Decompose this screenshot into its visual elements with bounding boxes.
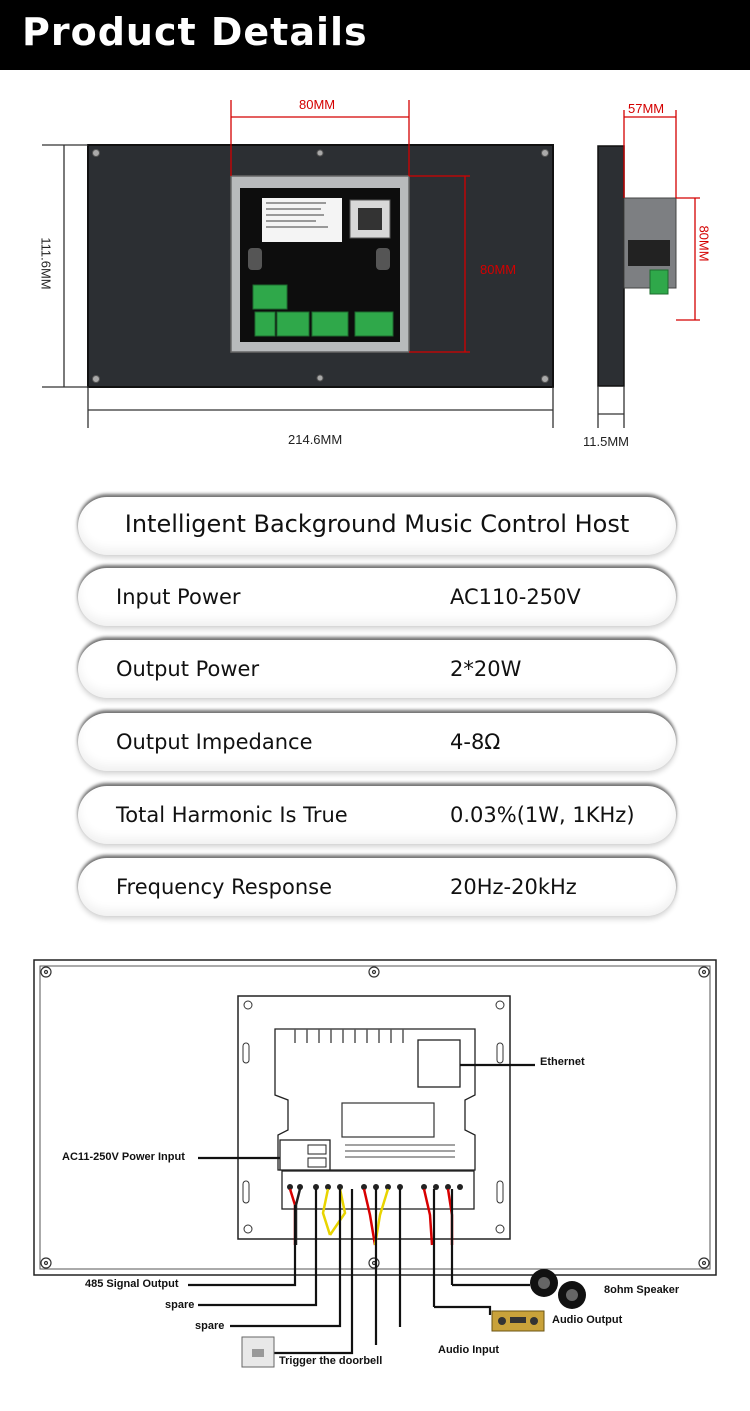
spare-label-1: spare bbox=[165, 1299, 195, 1311]
terminal-blocks bbox=[252, 284, 394, 337]
audio-input-label: Audio Input bbox=[438, 1344, 500, 1356]
side-height-dimension bbox=[676, 197, 700, 321]
amplifier-icon bbox=[491, 1310, 545, 1332]
spec-name: Output Power bbox=[116, 657, 260, 681]
side-depth-dimension bbox=[623, 110, 677, 198]
front-width-dimension bbox=[87, 387, 554, 428]
side-thickness-dimension bbox=[597, 386, 625, 428]
ethernet-module bbox=[417, 1039, 461, 1088]
dimension-drawing-svg bbox=[42, 100, 700, 428]
module-height-dimension bbox=[409, 175, 470, 353]
module-slots bbox=[248, 248, 390, 270]
side-panel bbox=[597, 145, 625, 387]
module-side-slots bbox=[242, 1042, 504, 1204]
speaker-icon bbox=[530, 1269, 586, 1309]
wiring-diagram-svg bbox=[33, 959, 717, 1368]
board-traces bbox=[345, 1144, 455, 1158]
front-height-dimension bbox=[42, 144, 88, 388]
board-outline bbox=[274, 1028, 476, 1171]
module-height-label: 80MM bbox=[480, 262, 517, 277]
module-screws bbox=[243, 1000, 505, 1234]
side-module-board bbox=[628, 240, 670, 266]
spec-row: Output Impedance 4-8Ω bbox=[78, 713, 676, 771]
doorbell-label: Trigger the doorbell bbox=[279, 1355, 383, 1367]
ethernet-jack bbox=[358, 208, 382, 230]
side-depth-label: 57MM bbox=[628, 101, 665, 116]
spec-row: Total Harmonic Is True 0.03%(1W, 1KHz) bbox=[78, 786, 676, 844]
board-chip bbox=[341, 1102, 435, 1138]
spec-value: 0.03%(1W, 1KHz) bbox=[450, 803, 635, 827]
spec-row: Frequency Response 20Hz-20kHz bbox=[78, 858, 676, 916]
panel-screws bbox=[40, 966, 710, 1269]
spec-value: 4-8Ω bbox=[450, 730, 501, 754]
front-panel-screws bbox=[92, 149, 549, 383]
side-terminal bbox=[649, 269, 669, 295]
dimension-drawing: 80MM 80MM 57MM 80MM 111.6MM 214.6MM 11.5… bbox=[0, 70, 750, 470]
terminal-strip bbox=[281, 1170, 475, 1210]
power-pin-2 bbox=[307, 1157, 327, 1168]
leader-lines bbox=[188, 1063, 535, 1355]
spec-name: Total Harmonic Is True bbox=[116, 803, 348, 827]
spec-title: Intelligent Background Music Control Hos… bbox=[124, 510, 630, 538]
side-thickness-label: 11.5MM bbox=[583, 434, 629, 449]
spec-row: Output Power 2*20W bbox=[78, 640, 676, 698]
module-label-lines bbox=[266, 202, 328, 228]
ethernet-label: Ethernet bbox=[540, 1056, 585, 1068]
doorbell-icon bbox=[241, 1336, 275, 1368]
board-header-pins bbox=[294, 1029, 404, 1043]
terminal-screws bbox=[287, 1184, 463, 1190]
spec-name: Frequency Response bbox=[116, 875, 333, 899]
module-plate-outline bbox=[237, 995, 511, 1240]
spare-label-2: spare bbox=[195, 1320, 225, 1332]
colored-wires bbox=[288, 1188, 454, 1246]
spec-value: 2*20W bbox=[450, 657, 522, 681]
audio-output-label: Audio Output bbox=[552, 1314, 623, 1326]
spec-value: AC110-250V bbox=[450, 585, 581, 609]
page-header: Product Details bbox=[0, 0, 750, 70]
side-height-label: 80MM bbox=[696, 225, 712, 262]
module-width-dimension bbox=[230, 100, 410, 176]
spec-name: Input Power bbox=[116, 585, 241, 609]
spec-name: Output Impedance bbox=[116, 730, 313, 754]
front-height-label: 111.6MM bbox=[38, 237, 54, 290]
module-width-label: 80MM bbox=[299, 97, 336, 112]
speaker-label: 8ohm Speaker bbox=[604, 1284, 680, 1296]
signal-485-label: 485 Signal Output bbox=[85, 1278, 179, 1290]
spec-row: Input Power AC110-250V bbox=[78, 568, 676, 626]
power-pin-1 bbox=[307, 1144, 327, 1155]
page-title: Product Details bbox=[22, 10, 368, 54]
power-input-label: AC11-250V Power Input bbox=[62, 1151, 185, 1163]
spec-title-pill: Intelligent Background Music Control Hos… bbox=[78, 497, 676, 555]
spec-value: 20Hz-20kHz bbox=[450, 875, 577, 899]
front-width-label: 214.6MM bbox=[288, 432, 343, 447]
wiring-diagram: Ethernet AC11-250V Power Input 485 Signa… bbox=[0, 955, 750, 1411]
